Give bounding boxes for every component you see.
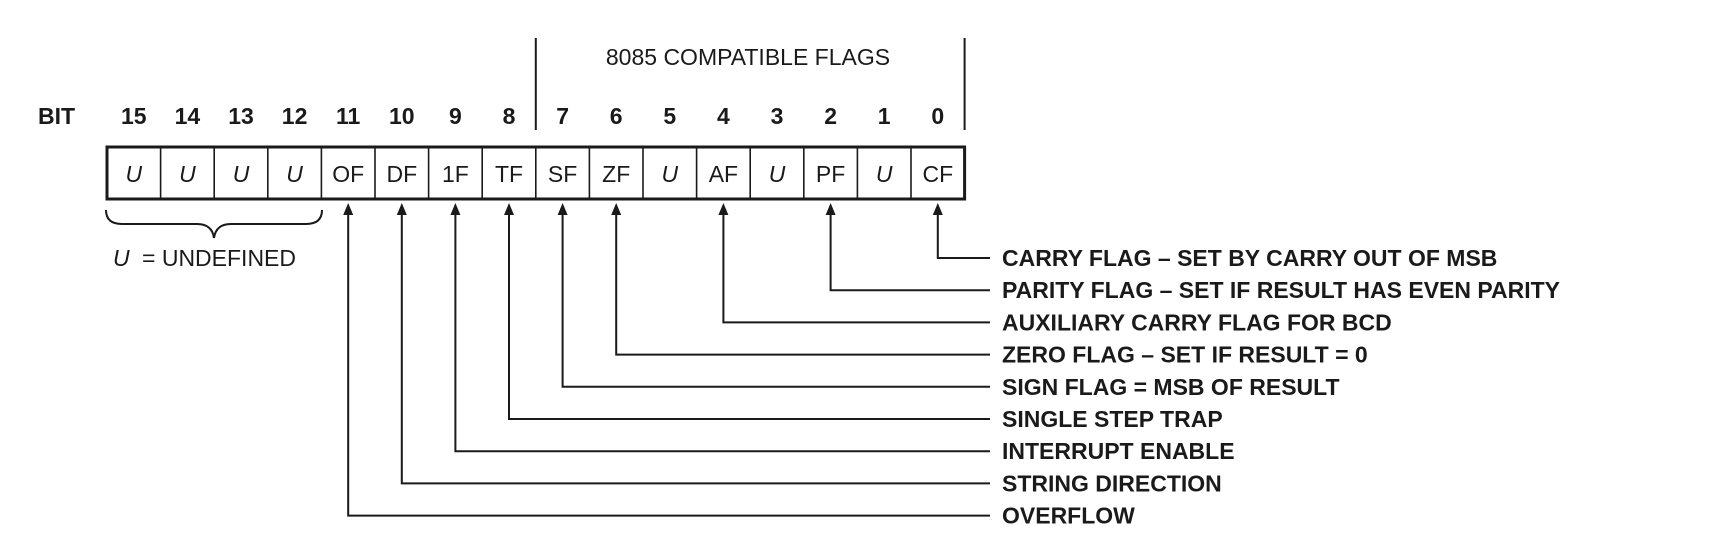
undefined-symbol: U bbox=[113, 245, 130, 271]
flag-cell-bit-3: U bbox=[769, 161, 786, 187]
bit-number-9: 9 bbox=[449, 103, 462, 129]
flag-cell-bit-5: U bbox=[661, 161, 678, 187]
connector-bit-7 bbox=[561, 213, 990, 388]
bit-label: BIT bbox=[38, 103, 75, 129]
bit-number-13: 13 bbox=[228, 103, 254, 129]
arrowhead-bit-2 bbox=[825, 203, 836, 215]
description-bit-7: SIGN FLAG = MSB OF RESULT bbox=[1002, 374, 1340, 400]
flag-cell-bit-12: U bbox=[286, 161, 303, 187]
flag-cell-bit-8: TF bbox=[495, 161, 523, 187]
arrowhead-bit-7 bbox=[557, 203, 568, 215]
flag-cell-bit-4: AF bbox=[709, 161, 738, 187]
bit-number-7: 7 bbox=[556, 103, 569, 129]
bit-number-1: 1 bbox=[878, 103, 891, 129]
bit-number-12: 12 bbox=[282, 103, 308, 129]
bit-number-4: 4 bbox=[717, 103, 730, 129]
bit-number-11: 11 bbox=[336, 103, 361, 129]
description-bit-11: OVERFLOW bbox=[1002, 503, 1135, 529]
bit-number-10: 10 bbox=[389, 103, 415, 129]
flag-cell-bit-7: SF bbox=[548, 161, 577, 187]
arrowhead-bit-9 bbox=[450, 203, 461, 215]
bit-number-14: 14 bbox=[175, 103, 201, 129]
flag-cell-bit-0: CF bbox=[922, 161, 953, 187]
bit-number-8: 8 bbox=[503, 103, 516, 129]
bit-number-6: 6 bbox=[610, 103, 623, 129]
connector-bit-11 bbox=[347, 213, 990, 517]
description-bit-4: AUXILIARY CARRY FLAG FOR BCD bbox=[1002, 309, 1392, 335]
connector-bit-2 bbox=[829, 213, 990, 292]
flag-cell-bit-10: DF bbox=[386, 161, 417, 187]
arrowhead-bit-4 bbox=[718, 203, 729, 215]
description-bit-6: ZERO FLAG – SET IF RESULT = 0 bbox=[1002, 342, 1368, 368]
svg-text:U = UNDEFINED: U = UNDEFINED bbox=[113, 245, 296, 271]
compatible-flags-label: 8085 COMPATIBLE FLAGS bbox=[606, 44, 890, 70]
bit-number-0: 0 bbox=[931, 103, 944, 129]
undefined-brace bbox=[105, 209, 323, 239]
flag-cell-bit-9: 1F bbox=[442, 161, 469, 187]
flag-cell-bit-14: U bbox=[179, 161, 196, 187]
connector-bit-10 bbox=[400, 213, 990, 485]
flag-cell-bit-13: U bbox=[233, 161, 250, 187]
flag-cell-bit-15: U bbox=[125, 161, 142, 187]
flag-cell-bit-1: U bbox=[876, 161, 893, 187]
description-bit-0: CARRY FLAG – SET BY CARRY OUT OF MSB bbox=[1002, 245, 1497, 271]
connector-bit-9 bbox=[454, 213, 990, 453]
flag-cell-bit-6: ZF bbox=[602, 161, 630, 187]
arrowhead-bit-8 bbox=[504, 203, 514, 215]
flag-cell-bit-11: OF bbox=[332, 161, 364, 187]
bit-number-2: 2 bbox=[824, 103, 837, 129]
bit-number-15: 15 bbox=[121, 103, 147, 129]
description-bit-8: SINGLE STEP TRAP bbox=[1002, 406, 1223, 432]
flag-register: U U U U OF DF 1F TF SF ZF U AF U PF U CF bbox=[105, 38, 967, 201]
connector-bit-0 bbox=[936, 213, 990, 259]
connector-bit-8 bbox=[508, 213, 990, 420]
description-bit-2: PARITY FLAG – SET IF RESULT HAS EVEN PAR… bbox=[1002, 277, 1560, 303]
bit-number-5: 5 bbox=[663, 103, 676, 129]
flag-connectors bbox=[343, 203, 990, 517]
description-bit-9: INTERRUPT ENABLE bbox=[1002, 438, 1235, 464]
arrowhead-bit-6 bbox=[611, 203, 622, 215]
flag-descriptions: CARRY FLAG – SET BY CARRY OUT OF MSB PARI… bbox=[1002, 245, 1560, 529]
bit-number-3: 3 bbox=[771, 103, 784, 129]
arrowhead-bit-11 bbox=[343, 203, 354, 215]
undefined-legend: U = UNDEFINED bbox=[105, 209, 323, 271]
arrowhead-bit-0 bbox=[932, 203, 943, 215]
undefined-text: = UNDEFINED bbox=[142, 245, 296, 271]
connector-bit-6 bbox=[615, 213, 990, 356]
arrowhead-bit-10 bbox=[396, 203, 407, 215]
flag-cell-bit-2: PF bbox=[816, 161, 845, 187]
description-bit-10: STRING DIRECTION bbox=[1002, 470, 1222, 496]
connector-bit-4 bbox=[722, 213, 990, 324]
